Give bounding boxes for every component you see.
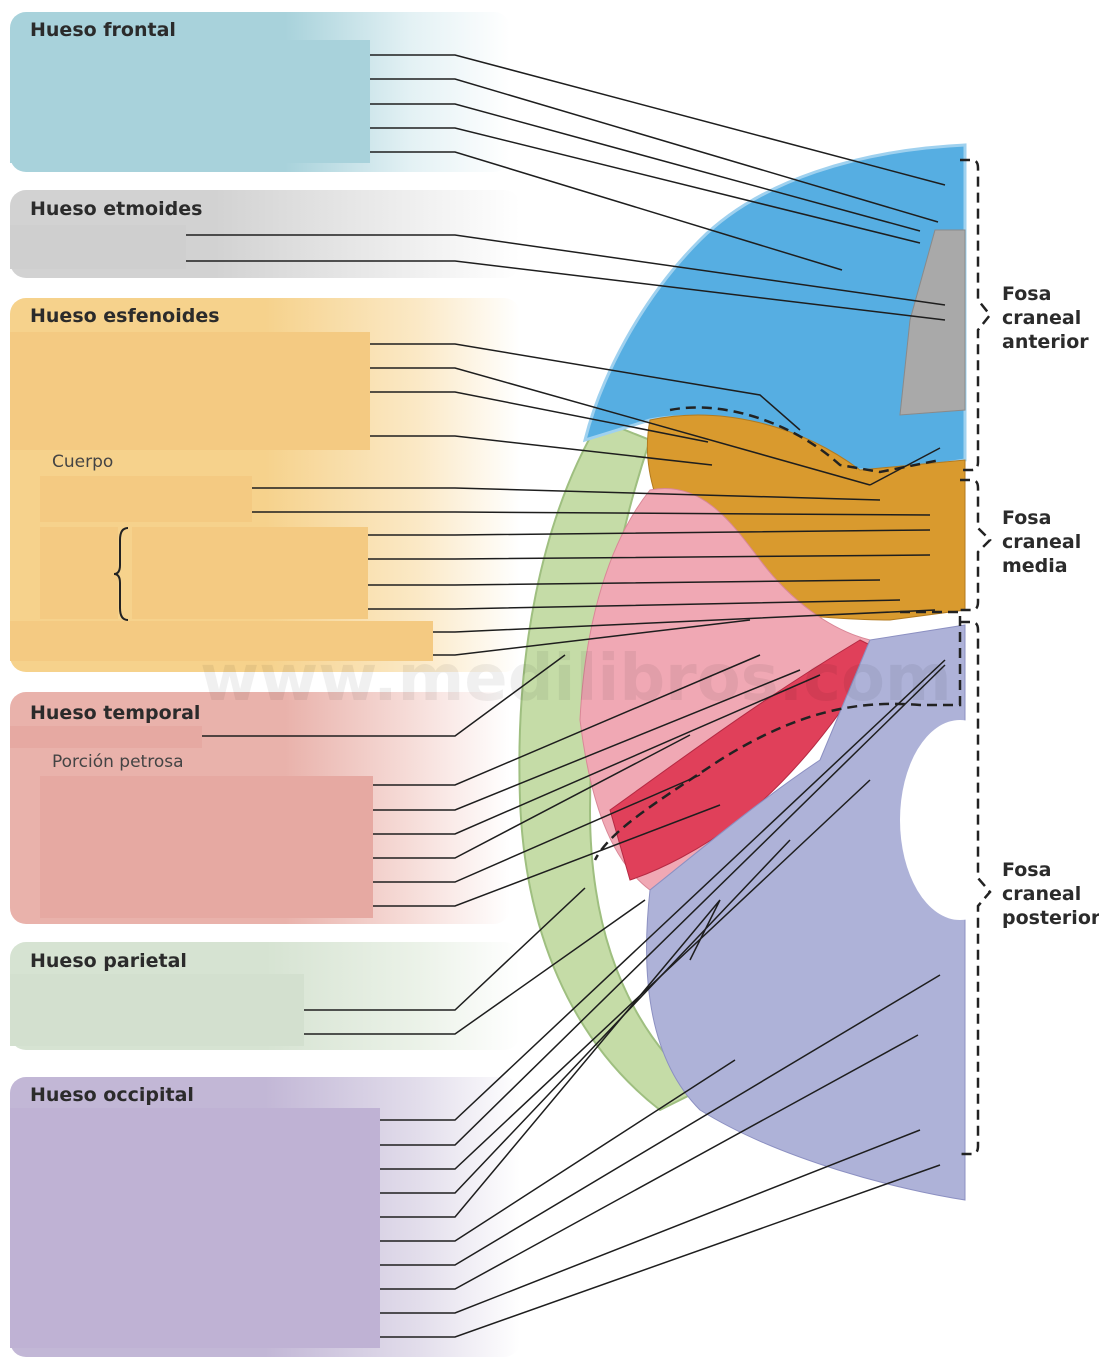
temporal-leader-lines <box>202 654 821 907</box>
fosa-posterior-l3: posterior <box>1002 907 1099 929</box>
temporal-title: Hueso temporal <box>30 702 201 724</box>
esfenoides-sub-brace <box>113 527 129 621</box>
fosa-anterior-l1: Fosa <box>1002 283 1052 305</box>
esfenoides-leader-lines <box>252 343 941 656</box>
etmoides-label-box <box>10 225 186 269</box>
frontal-label-box <box>10 40 370 163</box>
occipital-title: Hueso occipital <box>30 1084 194 1106</box>
esfenoides-cuerpo-box <box>40 476 252 522</box>
esfenoides-sub-box-left <box>40 527 118 619</box>
fosa-anterior-l3: anterior <box>1002 331 1089 353</box>
fosa-media-l2: craneal <box>1002 531 1082 553</box>
esfenoides-bottom-box <box>10 621 433 661</box>
fosa-anterior-l2: craneal <box>1002 307 1082 329</box>
posterior-fossa-bracket <box>960 620 992 1156</box>
fosa-anterior-label: Fosa craneal anterior <box>1002 282 1089 354</box>
temporal-label-box <box>10 726 202 748</box>
fosa-posterior-label: Fosa craneal posterior <box>1002 858 1099 930</box>
esfenoides-label-box <box>10 332 370 450</box>
frontal-title: Hueso frontal <box>30 19 176 41</box>
temporal-petrosa-box <box>40 776 373 918</box>
etmoides-title: Hueso etmoides <box>30 198 203 220</box>
media-fossa-bracket <box>960 478 992 612</box>
anterior-fossa-boundary <box>669 406 941 474</box>
occipital-leader-lines <box>380 659 946 1338</box>
esfenoides-cuerpo-label: Cuerpo <box>52 452 114 472</box>
fosa-posterior-l1: Fosa <box>1002 859 1052 881</box>
occipital-label-box <box>10 1108 380 1348</box>
temporal-petrosa-label: Porción petrosa <box>52 752 184 772</box>
ethmoid-bone <box>899 229 966 416</box>
esfenoides-title: Hueso esfenoides <box>30 305 220 327</box>
frontal-leader-lines <box>370 54 946 271</box>
fosa-media-l3: media <box>1002 555 1068 577</box>
fosa-media-l1: Fosa <box>1002 507 1052 529</box>
watermark: www.medilibros.com <box>200 642 952 716</box>
fosa-media-label: Fosa craneal media <box>1002 506 1081 578</box>
fosa-posterior-l2: craneal <box>1002 883 1082 905</box>
occipital-bone <box>646 624 966 1201</box>
parietal-label-box <box>10 974 304 1046</box>
parietal-title: Hueso parietal <box>30 950 187 972</box>
esfenoides-sub-box <box>132 527 368 619</box>
etmoides-leader-lines <box>186 234 946 321</box>
parietal-leader-lines <box>304 887 646 1035</box>
foramen-magnum <box>900 720 1020 920</box>
